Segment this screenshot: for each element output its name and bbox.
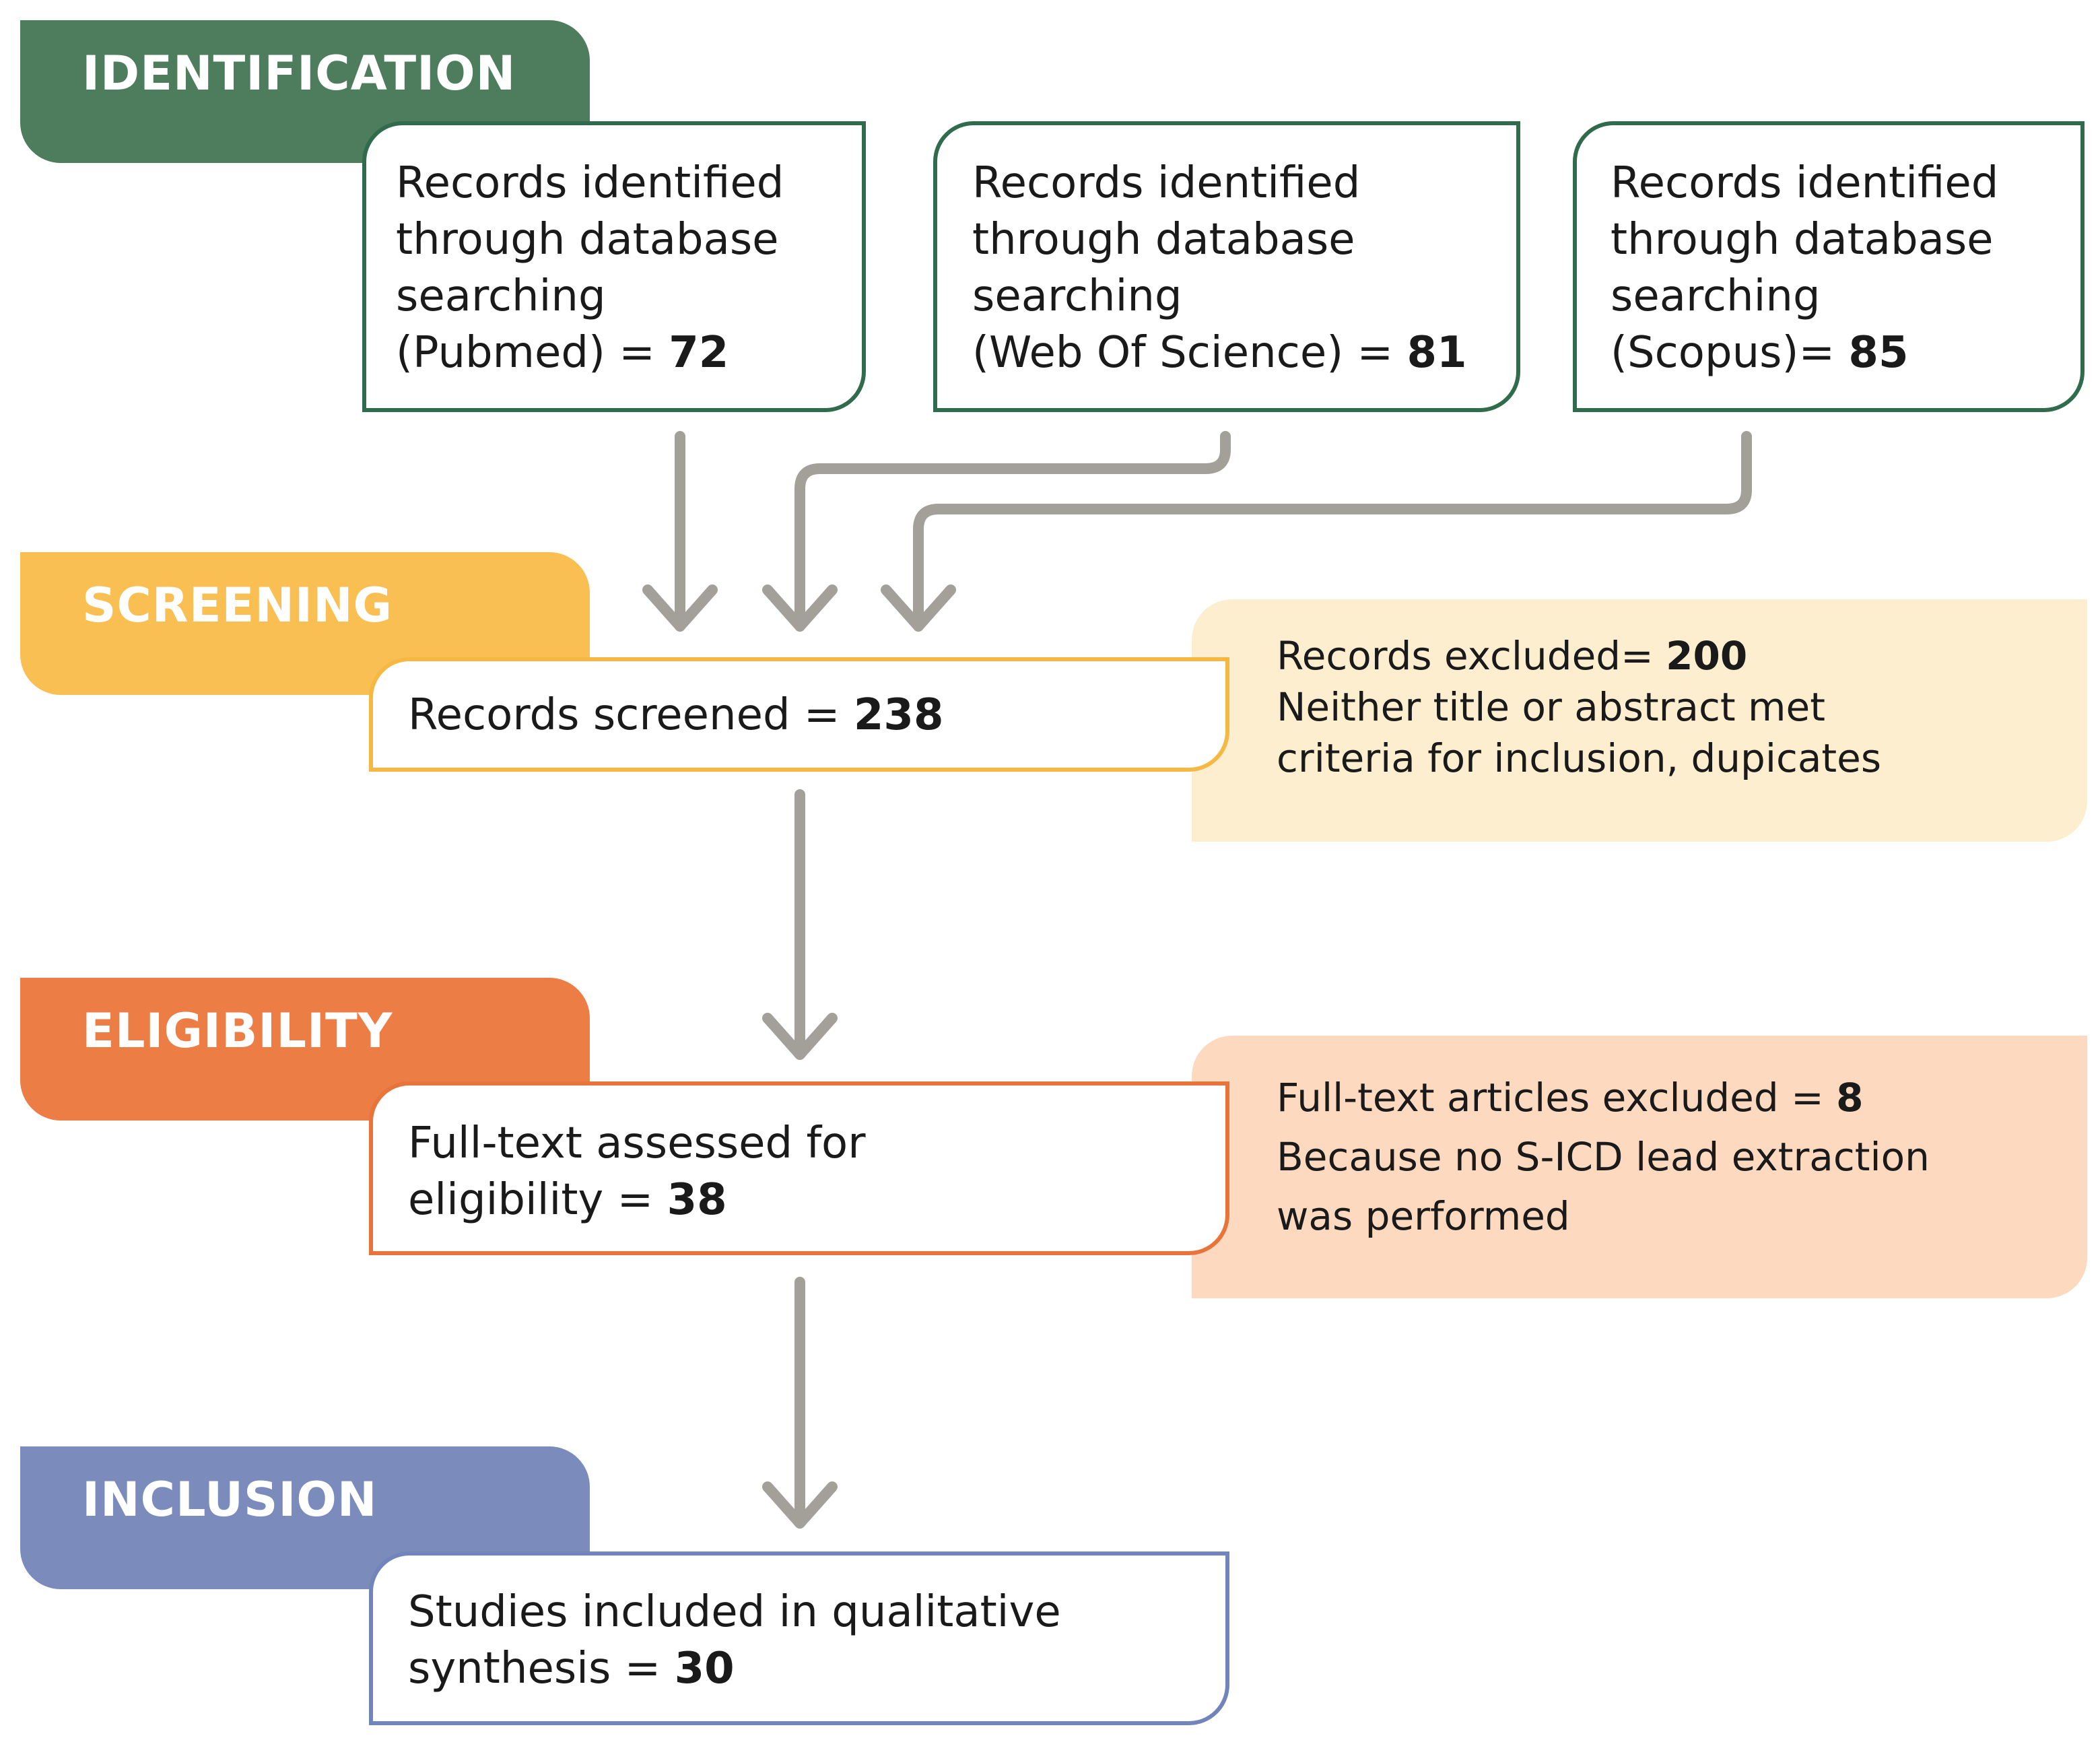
wos-count: 81	[1407, 328, 1467, 378]
pubmed-line3: searching	[396, 271, 606, 321]
records-excluded-reason-line1: Neither title or abstract met	[1277, 684, 1825, 730]
records-screened-label: Records screened =	[408, 690, 854, 740]
arrowhead-scopus	[881, 584, 956, 632]
fulltext-excluded-reason-line2: was performed	[1277, 1193, 1570, 1239]
records-screened-count: 238	[853, 690, 944, 740]
scopus-source-line: (Scopus)= 85	[1611, 325, 2080, 381]
scopus-records-box: Records identified through database sear…	[1573, 121, 2085, 412]
fulltext-assessed-line1: Full-text assessed for	[408, 1118, 866, 1168]
wos-source-label: (Web Of Science) =	[972, 328, 1407, 378]
stage-screening-label: SCREENING	[82, 578, 393, 633]
fulltext-excluded-reason-line1: Because no S-ICD lead extraction	[1277, 1134, 1930, 1180]
arrowhead-pubmed	[642, 584, 718, 632]
studies-included-line2: synthesis = 30	[408, 1640, 1225, 1697]
records-excluded-count: 200	[1666, 633, 1748, 679]
arrowhead-eligibility	[762, 1013, 838, 1060]
fulltext-excluded-label: Full-text articles excluded =	[1277, 1075, 1837, 1121]
pubmed-line1: Records identified	[396, 158, 784, 208]
studies-included-line1: Studies included in qualitative	[408, 1587, 1061, 1637]
records-excluded-panel: Records excluded= 200 Neither title or a…	[1192, 599, 2087, 842]
stage-identification-label: IDENTIFICATION	[82, 46, 516, 101]
pubmed-source-label: (Pubmed) =	[396, 328, 669, 378]
records-screened-box: Records screened = 238	[369, 657, 1229, 772]
arrow-wos-to-screening	[794, 431, 1231, 632]
records-excluded-reason-line2: criteria for inclusion, dupicates	[1277, 735, 1882, 781]
scopus-count: 85	[1848, 328, 1909, 378]
arrowhead-inclusion	[762, 1481, 838, 1529]
fulltext-excluded-line: Full-text articles excluded = 8	[1277, 1068, 2087, 1127]
fulltext-excluded-count: 8	[1836, 1075, 1864, 1121]
stage-eligibility-label: ELIGIBILITY	[82, 1003, 393, 1059]
records-excluded-label: Records excluded=	[1277, 633, 1666, 679]
studies-included-label: synthesis =	[408, 1644, 675, 1694]
studies-included-count: 30	[674, 1644, 735, 1694]
pubmed-count: 72	[669, 328, 729, 378]
pubmed-line2: through database	[396, 215, 779, 265]
wos-records-box: Records identified through database sear…	[933, 121, 1520, 412]
stage-identification-tab: IDENTIFICATION	[20, 20, 590, 163]
arrowhead-wos	[762, 584, 838, 632]
stage-inclusion-label: INCLUSION	[82, 1472, 378, 1527]
scopus-line2: through database	[1611, 215, 1994, 265]
scopus-line1: Records identified	[1611, 158, 1999, 208]
wos-line1: Records identified	[972, 158, 1361, 208]
scopus-line3: searching	[1611, 271, 1821, 321]
fulltext-assessed-count: 38	[667, 1175, 727, 1225]
records-screened-line: Records screened = 238	[408, 687, 1225, 743]
pubmed-source-line: (Pubmed) = 72	[396, 325, 862, 381]
wos-line3: searching	[972, 271, 1182, 321]
fulltext-assessed-box: Full-text assessed for eligibility = 38	[369, 1081, 1229, 1255]
stage-inclusion-tab: INCLUSION	[20, 1446, 590, 1589]
fulltext-assessed-label: eligibility =	[408, 1175, 667, 1225]
pubmed-records-box: Records identified through database sear…	[362, 121, 866, 412]
wos-line2: through database	[972, 215, 1355, 265]
wos-source-line: (Web Of Science) = 81	[972, 325, 1516, 381]
fulltext-assessed-line2: eligibility = 38	[408, 1172, 1225, 1228]
records-excluded-line: Records excluded= 200	[1277, 630, 2087, 681]
fulltext-excluded-panel: Full-text articles excluded = 8 Because …	[1192, 1036, 2087, 1298]
scopus-source-label: (Scopus)=	[1611, 328, 1849, 378]
arrow-scopus-to-screening	[913, 431, 1752, 632]
studies-included-box: Studies included in qualitative synthesi…	[369, 1551, 1229, 1725]
